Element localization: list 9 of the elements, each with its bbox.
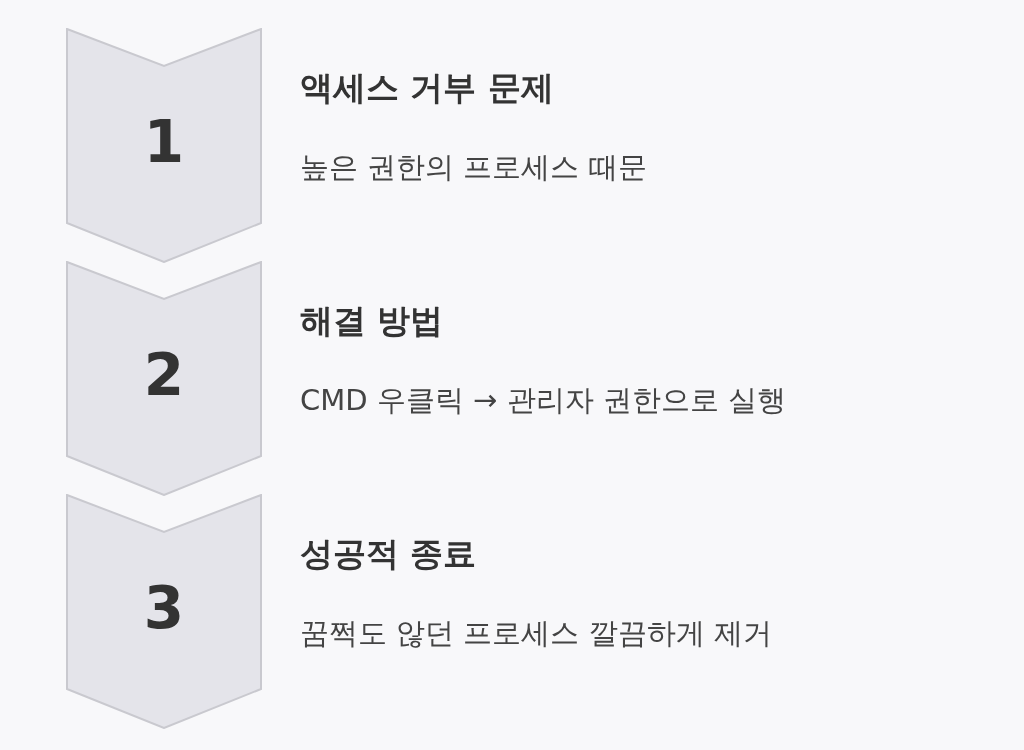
step-description: 꿈쩍도 않던 프로세스 깔끔하게 제거 — [300, 618, 772, 650]
step-description: 높은 권한의 프로세스 때문 — [300, 152, 647, 184]
step-number: 2 — [143, 346, 185, 404]
step-heading: 액세스 거부 문제 — [300, 70, 554, 107]
step-number: 3 — [143, 579, 185, 637]
step-heading: 성공적 종료 — [300, 536, 477, 573]
step-description: CMD 우클릭 → 관리자 권한으로 실행 — [300, 385, 786, 417]
step-number: 1 — [143, 113, 185, 171]
step-heading: 해결 방법 — [300, 303, 444, 340]
